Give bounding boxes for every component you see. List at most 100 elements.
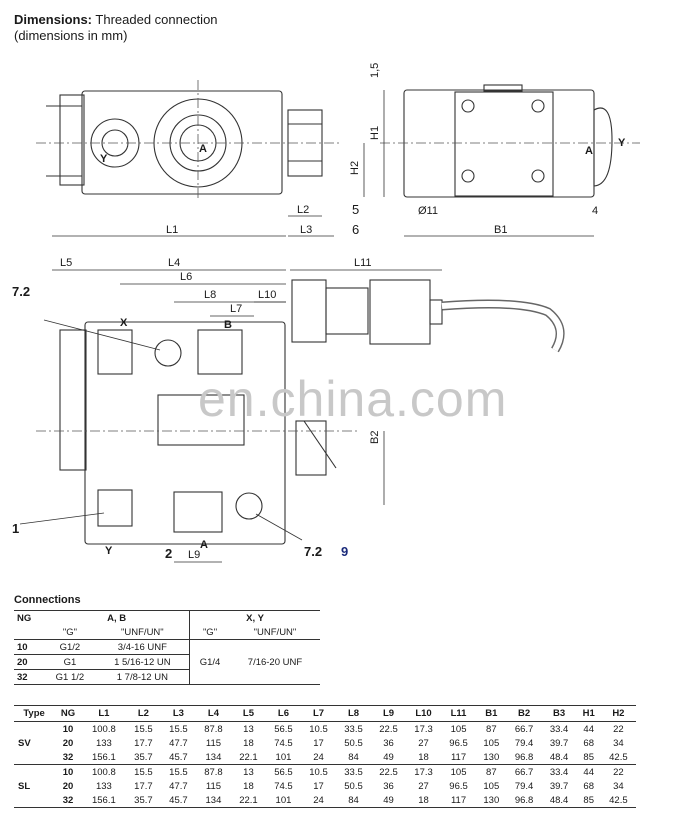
label-l11: L11 [354, 257, 372, 269]
dim-value-cell: 79.4 [514, 780, 534, 792]
dim-value-cell: 74.5 [274, 737, 293, 749]
dim-value-cell: 45.7 [169, 751, 188, 763]
dim-header-cell: L7 [300, 705, 336, 722]
dim-ng-cell: 10 [54, 764, 82, 779]
dim-value-cell: 22.1 [239, 751, 258, 763]
dim-value-cell: 48.4 [549, 751, 569, 763]
dim-value-cell: 47.7 [169, 737, 188, 749]
dim-value-cell: 101 [265, 793, 301, 808]
dim-value-cell: 134 [195, 793, 231, 808]
dim-type-cell [14, 750, 54, 765]
port-x-circle [154, 339, 182, 367]
hex-nut-lower [291, 279, 327, 343]
cable-plug [369, 279, 431, 345]
mount-block-left [59, 94, 85, 186]
label-l4: L4 [168, 257, 180, 269]
dim-value-cell: 27 [418, 737, 429, 749]
dim-header-cell: B2 [506, 705, 542, 722]
dim-header-cell: L6 [265, 705, 301, 722]
dim-value-cell: 15.5 [125, 764, 161, 779]
label-y-side: Y [618, 137, 626, 149]
dim-value-cell: 50.5 [344, 737, 363, 749]
label-l8: L8 [204, 289, 216, 301]
dim-value-cell: 18 [243, 780, 254, 792]
dim-value-cell: 44 [576, 764, 601, 779]
label-4: 4 [592, 205, 598, 217]
dim-value-cell: 10.5 [300, 764, 336, 779]
page-heading: Dimensions: Threaded connection (dimensi… [14, 12, 218, 44]
dim-value-cell: 15.5 [125, 721, 161, 736]
dim-value-cell: 105 [483, 780, 500, 792]
dim-value-cell: 156.1 [81, 793, 126, 808]
dim-value-cell: 49 [383, 751, 394, 763]
dim-header-cell: L8 [336, 705, 372, 722]
valve-body-front [81, 90, 283, 195]
dim-value-cell: 117 [441, 793, 477, 808]
label-5: 5 [352, 202, 359, 217]
dim-value-cell: 39.7 [549, 780, 569, 792]
dim-ng-cell: 32 [54, 793, 82, 808]
label-9: 9 [341, 544, 348, 559]
dim-value-cell: 85 [576, 793, 601, 808]
watermark: en.china.com [198, 371, 508, 427]
conn-ng: 10 [14, 639, 45, 655]
dim-value-cell: 45.7 [160, 793, 196, 808]
dim-header-cell: H2 [600, 705, 636, 722]
dim-value-cell: 87 [476, 764, 507, 779]
dim-value-cell: 87.8 [195, 764, 231, 779]
label-a-top: A [199, 143, 207, 155]
dim-value-cell: 66.7 [506, 764, 542, 779]
dim-value-cell: 117 [450, 751, 467, 763]
dim-value-cell: 33.5 [336, 721, 372, 736]
label-y-bottom: Y [105, 545, 113, 557]
label-b2: B2 [369, 431, 381, 444]
dim-value-cell: 87 [476, 721, 507, 736]
dim-value-cell: 134 [205, 751, 222, 763]
dim-header-cell: L9 [371, 705, 407, 722]
dim-value-cell: 133 [95, 737, 112, 749]
dim-value-cell: 35.7 [125, 793, 161, 808]
dim-value-cell: 17.3 [406, 764, 442, 779]
dim-ng-cell: 20 [62, 737, 74, 749]
conn-g: G1 [44, 654, 96, 670]
dim-value-cell: 79.4 [514, 737, 534, 749]
dim-value-cell: 13 [230, 764, 266, 779]
label-7-2-top: 7.2 [12, 284, 30, 299]
dim-value-cell: 42.5 [600, 793, 636, 808]
dim-header-cell: H1 [576, 705, 601, 722]
dim-value-cell: 115 [205, 737, 222, 749]
dim-type-cell [14, 764, 55, 779]
dim-value-cell: 17.7 [134, 737, 153, 749]
dim-value-cell: 66.7 [506, 721, 542, 736]
label-2: 2 [165, 546, 172, 561]
dim-value-cell: 22 [600, 764, 636, 779]
heading-subtitle: (dimensions in mm) [14, 28, 128, 43]
label-l9: L9 [188, 549, 200, 561]
dim-header-cell: NG [54, 705, 82, 722]
dim-value-cell: 34 [613, 737, 624, 749]
label-6: 6 [352, 222, 359, 237]
technical-drawing: Y A L1 L2 L3 5 6 H1 H2 1,5 A Y Ø11 4 B1 … [12, 63, 640, 563]
dim-type-cell: SL [18, 780, 31, 792]
label-x: X [120, 317, 128, 329]
label-a-side: A [585, 145, 593, 157]
label-l5: L5 [60, 257, 72, 269]
dim-value-cell: 18 [406, 793, 442, 808]
dim-value-cell: 56.5 [265, 721, 301, 736]
dim-value-cell: 15.5 [160, 764, 196, 779]
dim-value-cell: 100.8 [81, 764, 126, 779]
dim-value-cell: 49 [371, 793, 407, 808]
conn-sub-g: "G" [62, 626, 77, 638]
conn-head-xy: X, Y [189, 610, 320, 625]
label-b: B [224, 319, 232, 331]
conn-unf: 1 5/16-12 UN [95, 654, 190, 670]
dim-value-cell: 24 [313, 751, 324, 763]
dim-value-cell: 105 [441, 764, 477, 779]
heading-bold: Dimensions: [14, 12, 93, 27]
connections-table: NG A, B X, Y "G" "UNF/UN" "G" "UNF/UN" 1… [14, 610, 320, 685]
dim-header-cell: L11 [441, 705, 477, 722]
dim-value-cell: 100.8 [81, 721, 126, 736]
dim-header-cell: L10 [406, 705, 442, 722]
